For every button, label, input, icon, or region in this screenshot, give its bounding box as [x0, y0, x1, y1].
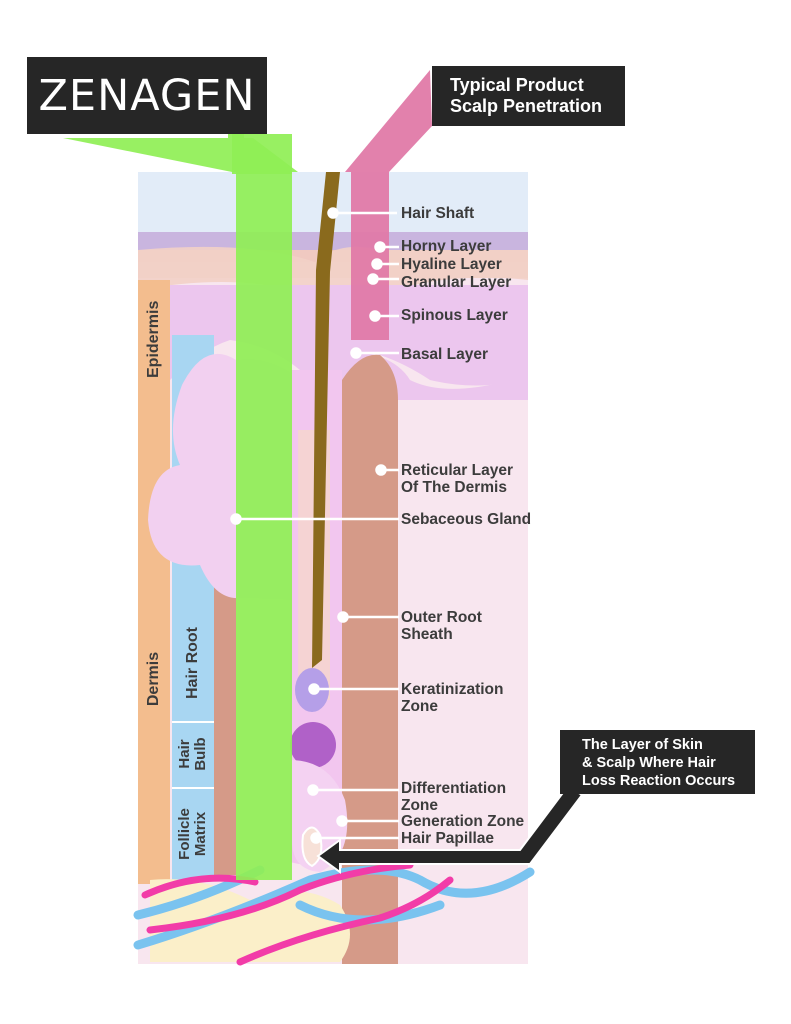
follicle-matrix-column	[172, 789, 214, 881]
differentiation-upper-shape	[290, 722, 336, 768]
label-generation-zone: Generation Zone	[401, 813, 525, 830]
side-label-epidermis: Epidermis	[145, 300, 162, 378]
hair-loss-layer-callout: The Layer of Skin & Scalp Where Hair Los…	[560, 730, 755, 794]
side-label-follicle-matrix: Follicle Matrix	[176, 808, 209, 860]
side-label-dermis: Dermis	[145, 651, 162, 707]
label-outer-root-sheath: Outer Root Sheath	[401, 609, 482, 643]
leader-lines	[230, 207, 399, 844]
hair-shaft-shape	[312, 172, 340, 668]
label-reticular-layer: Reticular Layer Of The Dermis	[401, 462, 513, 496]
skin-surface-curve	[138, 246, 528, 300]
follicle-wall-right	[342, 354, 398, 964]
label-basal-layer: Basal Layer	[401, 346, 489, 363]
label-granular-layer: Granular Layer	[401, 274, 512, 291]
label-horny-layer: Horny Layer	[401, 238, 492, 255]
typical-product-arrow	[345, 70, 432, 340]
zenagen-penetration-arrow	[63, 100, 298, 880]
side-label-hair-bulb: Hair Bulb	[176, 737, 209, 771]
label-spinous-layer: Spinous Layer	[401, 307, 508, 324]
zenagen-arrow-stem-top	[232, 134, 292, 174]
label-hair-shaft: Hair Shaft	[401, 205, 475, 222]
label-hair-papillae: Hair Papillae	[401, 830, 495, 847]
label-sebaceous-gland: Sebaceous Gland	[401, 511, 532, 528]
logo-text: ZENAGEN	[38, 70, 256, 121]
side-label-hair-root: Hair Root	[184, 627, 201, 699]
label-differentiation-zone: Differentiation Zone	[401, 780, 507, 814]
hair-bulb-column	[172, 723, 214, 787]
label-hyaline-layer: Hyaline Layer	[401, 256, 502, 273]
label-keratinization-zone: Keratinization Zone	[401, 681, 504, 715]
epidermis-dermis-column	[138, 280, 170, 884]
typical-product-callout: Typical Product Scalp Penetration	[432, 66, 625, 126]
zenagen-logo: ZENAGEN	[27, 57, 267, 134]
